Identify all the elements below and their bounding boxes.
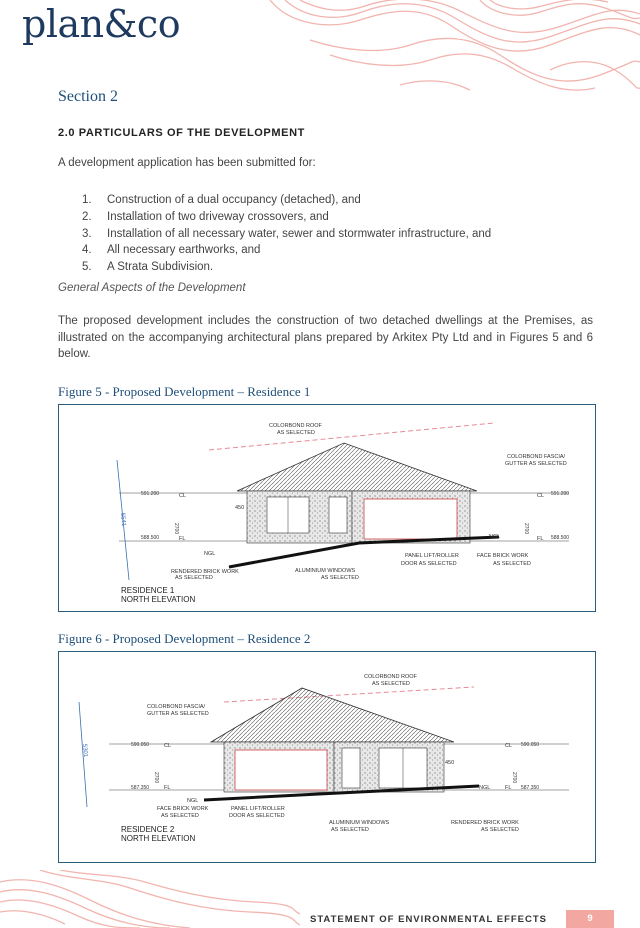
pitch-dimension: 450 <box>445 760 454 766</box>
list-item: 3. Installation of all necessary water, s… <box>82 226 491 243</box>
level-cl-left: 590.050 <box>131 742 149 748</box>
cl-left: CL <box>164 743 171 749</box>
list-item-text: Installation of all necessary water, sew… <box>107 227 492 240</box>
list-item-number: 5. <box>82 261 92 274</box>
section-heading: 2.0 PARTICULARS OF THE DEVELOPMENT <box>58 127 305 139</box>
ground-line <box>228 535 500 569</box>
height-dimension-line <box>78 701 88 808</box>
level-fl-left: 587.350 <box>131 785 149 791</box>
door-label: PANEL LIFT/ROLLER <box>405 553 459 559</box>
level-fl-left: 588.500 <box>141 535 159 541</box>
figure-5-drawing: 5541 COLORBOND ROOF AS SELECTED COLORBON… <box>58 404 596 612</box>
elevation-subtitle: NORTH ELEVATION <box>121 595 195 604</box>
render-label: RENDERED BRICK WORK <box>171 569 239 575</box>
fascia-label: COLORBOND FASCIA/ <box>507 454 566 460</box>
render-label-sub: AS SELECTED <box>175 575 213 581</box>
list-item-number: 3. <box>82 227 92 240</box>
ngl-right: NGL <box>489 534 500 540</box>
topographic-pattern-bottom <box>0 870 300 928</box>
fl-right: FL <box>505 785 511 791</box>
face-brick-label-sub: AS SELECTED <box>493 561 531 567</box>
footer-document-title: STATEMENT OF ENVIRONMENTAL EFFECTS <box>310 914 548 925</box>
figure-5-caption: Figure 5 - Proposed Development – Reside… <box>58 384 311 399</box>
cl-left: CL <box>179 493 186 499</box>
page-number: 9 <box>566 910 614 928</box>
face-brick-label: FACE BRICK WORK <box>477 553 529 559</box>
roof-label: COLORBOND ROOF <box>364 674 418 680</box>
wall-height-right: 2700 <box>511 772 517 783</box>
roof-label: COLORBOND ROOF <box>269 423 323 429</box>
intro-text: A development application has been submi… <box>58 157 316 169</box>
fl-left: FL <box>164 785 170 791</box>
window-side <box>341 747 361 789</box>
height-dimension-line <box>116 459 130 581</box>
list-item-text: Installation of two driveway crossovers,… <box>107 210 329 223</box>
windows-label-sub: AS SELECTED <box>321 575 359 581</box>
roof-label-sub: AS SELECTED <box>372 681 410 687</box>
face-brick-label: FACE BRICK WORK <box>157 806 209 812</box>
roof <box>209 687 455 743</box>
list-item-number: 1. <box>82 194 92 206</box>
list-item: 2. Installation of two driveway crossover… <box>82 209 491 226</box>
fascia-label: COLORBOND FASCIA/ <box>147 704 206 710</box>
wall-height-right: 2700 <box>523 523 529 534</box>
list-item-text: A Strata Subdivision. <box>107 261 214 274</box>
elevation-title: RESIDENCE 2 <box>121 825 175 834</box>
height-dimension: 5541 <box>119 513 126 527</box>
cl-right: CL <box>537 493 544 499</box>
roof <box>236 442 478 492</box>
list-item-number: 4. <box>82 244 92 257</box>
list-item-number: 2. <box>82 210 92 223</box>
level-fl-right: 588.500 <box>551 535 569 541</box>
wall-height-left: 2700 <box>173 523 179 534</box>
elevation-title: RESIDENCE 1 <box>121 586 175 595</box>
brand-logo: plan&co <box>22 2 181 46</box>
fl-right: FL <box>537 536 543 542</box>
roof-label-sub: AS SELECTED <box>277 430 315 436</box>
cl-right: CL <box>505 743 512 749</box>
face-brick-label-sub: AS SELECTED <box>161 813 199 819</box>
fascia-label-sub: GUTTER AS SELECTED <box>505 461 567 467</box>
garage-door <box>363 498 458 540</box>
list-item-text: Construction of a dual occupancy (detach… <box>107 194 361 206</box>
boundary-line <box>223 686 475 703</box>
residence-1-elevation: 5541 COLORBOND ROOF AS SELECTED COLORBON… <box>116 422 569 604</box>
ground-line <box>203 784 480 802</box>
garage-door <box>234 749 328 791</box>
ngl-left: NGL <box>187 798 198 804</box>
list-item-text: All necessary earthworks, and <box>107 244 261 257</box>
development-list: 1. Construction of a dual occupancy (deta… <box>82 192 491 276</box>
ngl-left: NGL <box>204 551 215 557</box>
list-item: 1. Construction of a dual occupancy (deta… <box>82 192 491 209</box>
section-label: Section 2 <box>58 88 118 105</box>
fl-left: FL <box>179 536 185 542</box>
figure-6-caption: Figure 6 - Proposed Development – Reside… <box>58 631 311 646</box>
door-label: PANEL LIFT/ROLLER <box>231 806 285 812</box>
door-label-sub: DOOR AS SELECTED <box>229 813 285 819</box>
subheading: General Aspects of the Development <box>58 282 246 294</box>
pitch-dimension: 450 <box>235 505 244 511</box>
level-cl-left: 591.200 <box>141 491 159 497</box>
window-side <box>328 496 348 534</box>
topographic-pattern-top <box>269 0 640 91</box>
list-item: 5. A Strata Subdivision. <box>82 259 491 276</box>
elevation-subtitle: NORTH ELEVATION <box>121 834 195 843</box>
residence-2-elevation: 5301 COLORBOND ROOF AS SELECTED COLORBON… <box>78 674 569 843</box>
render-label-sub: AS SELECTED <box>481 827 519 833</box>
list-item: 4. All necessary earthworks, and <box>82 242 491 259</box>
wall-height-left: 2700 <box>153 772 159 783</box>
level-cl-right: 590.050 <box>521 742 539 748</box>
height-dimension: 5301 <box>81 744 88 758</box>
windows-label: ALUMINIUM WINDOWS <box>329 820 390 826</box>
level-fl-right: 587.350 <box>521 785 539 791</box>
level-cl-right: 591.200 <box>551 491 569 497</box>
windows-label-sub: AS SELECTED <box>331 827 369 833</box>
fascia-label-sub: GUTTER AS SELECTED <box>147 711 209 717</box>
door-label-sub: DOOR AS SELECTED <box>401 561 457 567</box>
windows-label: ALUMINIUM WINDOWS <box>295 568 356 574</box>
figure-6-drawing: 5301 COLORBOND ROOF AS SELECTED COLORBON… <box>58 651 596 863</box>
render-label: RENDERED BRICK WORK <box>451 820 519 826</box>
ngl-right: NGL <box>479 785 490 791</box>
body-paragraph: The proposed development includes the co… <box>58 315 593 360</box>
